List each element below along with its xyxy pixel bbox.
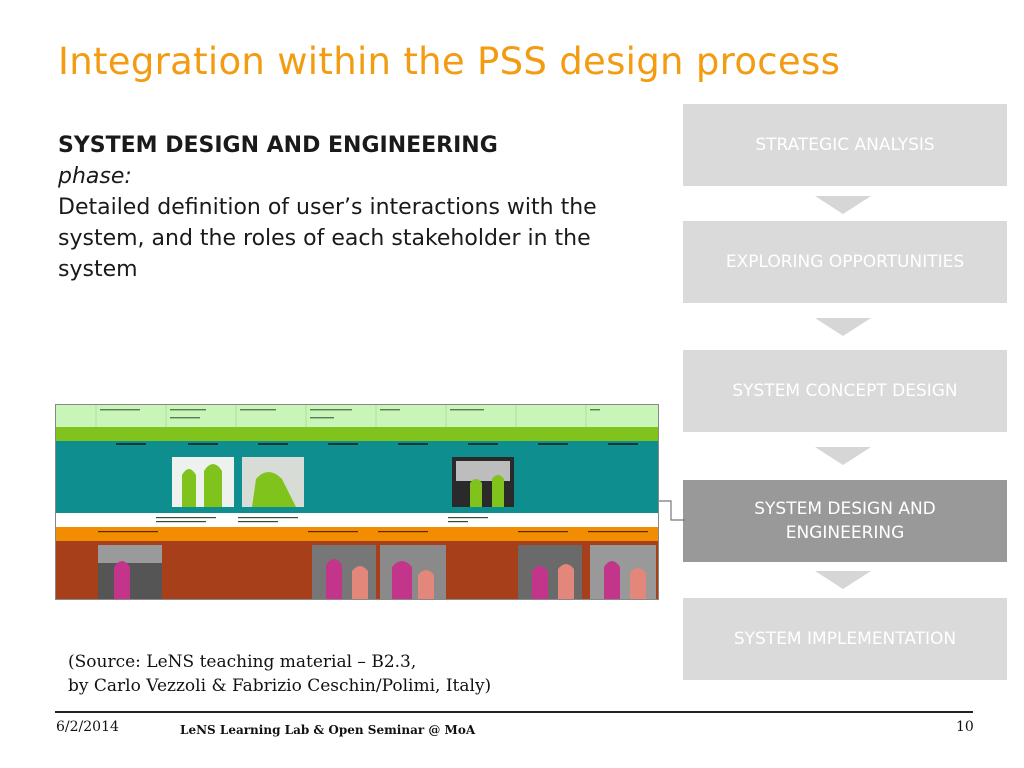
step-label: EXPLORING OPPORTUNITIES — [725, 252, 965, 272]
step-label-line2: ENGINEERING — [785, 523, 905, 543]
source-line-1: (Source: LeNS teaching material – B2.3, — [68, 652, 417, 672]
step-label-line1: SYSTEM DESIGN AND — [754, 499, 936, 519]
phase-description: SYSTEM DESIGN AND ENGINEERING phase: Det… — [58, 130, 658, 285]
connector-line — [656, 500, 685, 521]
source-line-2: by Carlo Vezzoli & Fabrizio Ceschin/Poli… — [68, 676, 492, 696]
step-system-design-engineering: SYSTEM DESIGN AND ENGINEERING — [683, 480, 1007, 562]
footer-caption: LeNS Learning Lab & Open Seminar @ MoA — [180, 723, 476, 737]
footer-divider — [55, 711, 973, 713]
page-number: 10 — [956, 719, 974, 735]
step-label: SYSTEM CONCEPT DESIGN — [732, 381, 958, 401]
service-blueprint-image — [55, 404, 659, 600]
arrow-down-icon — [815, 447, 871, 465]
step-exploring-opportunities: EXPLORING OPPORTUNITIES — [683, 221, 1007, 303]
arrow-down-icon — [815, 196, 871, 214]
step-label: STRATEGIC ANALYSIS — [755, 135, 935, 155]
slide-title: Integration within the PSS design proces… — [58, 40, 841, 83]
blueprint-graphic — [56, 405, 658, 599]
step-system-concept-design: SYSTEM CONCEPT DESIGN — [683, 350, 1007, 432]
step-strategic-analysis: STRATEGIC ANALYSIS — [683, 104, 1007, 186]
arrow-down-icon — [815, 571, 871, 589]
arrow-down-icon — [815, 318, 871, 336]
footer-date: 6/2/2014 — [56, 719, 119, 735]
phase-label: phase: — [58, 164, 132, 189]
step-system-implementation: SYSTEM IMPLEMENTATION — [683, 598, 1007, 680]
phase-detail: Detailed definition of user’s interactio… — [58, 195, 597, 282]
step-label: SYSTEM IMPLEMENTATION — [733, 629, 957, 649]
phase-heading: SYSTEM DESIGN AND ENGINEERING — [58, 133, 498, 158]
source-citation: (Source: LeNS teaching material – B2.3, … — [68, 650, 491, 698]
